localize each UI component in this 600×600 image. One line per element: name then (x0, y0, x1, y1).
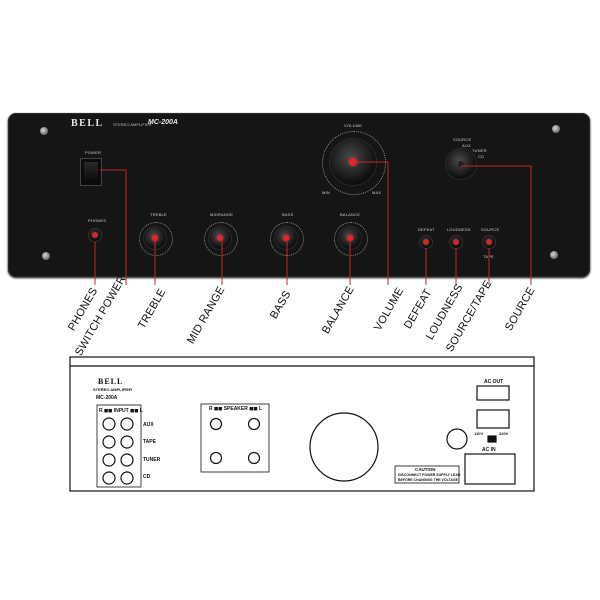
front-model: MC-200A (148, 119, 178, 126)
rocker (84, 162, 98, 182)
rear-subtitle: STEREO AMPLIFIER (93, 387, 132, 392)
input-aux-label: AUX (143, 422, 154, 428)
front-panel (8, 113, 590, 277)
source-button-label: SOURCE (481, 227, 500, 232)
caution-line2: BEFORE CHANGING THE VOLTAGE (398, 478, 458, 482)
treble-label: TREBLE (150, 212, 167, 217)
indicator-dot (152, 235, 158, 241)
ac-in-label: AC IN (482, 447, 496, 453)
source-option-source: SOURCE (453, 137, 472, 142)
ac-out-label: AC OUT (484, 379, 504, 385)
callout-mid-range: MID RANGE (185, 284, 228, 346)
indicator-dot (349, 158, 357, 166)
input-tape-label: TAPE (143, 439, 156, 445)
midrange-knob[interactable] (209, 227, 231, 249)
input-tuner-label: TUNER (143, 457, 161, 463)
indicator-dot (423, 239, 429, 245)
callout-treble: TREBLE (136, 286, 169, 331)
source-option-cd: CD (478, 154, 485, 159)
treble-knob[interactable] (144, 227, 166, 249)
volume-knob[interactable] (330, 139, 376, 185)
indicator-dot (486, 239, 492, 245)
front-brand-logo: BELL (71, 118, 104, 129)
caution-line1: DISCONNECT POWER SUPPLY LEAD (398, 473, 461, 477)
source-selector-knob[interactable] (446, 149, 476, 179)
screw-icon (40, 127, 48, 135)
indicator-dot (217, 235, 223, 241)
indicator-dot (347, 235, 353, 241)
bass-knob[interactable] (275, 227, 297, 249)
caution-title: CAUTION (415, 467, 436, 472)
defeat-label: DEFEAT (418, 227, 435, 232)
voltage-110-label: 110V (474, 431, 484, 436)
tape-label: TAPE (483, 254, 494, 259)
voltage-220-label: 220V (499, 431, 509, 436)
defeat-button[interactable] (420, 236, 432, 248)
callout-bass: BASS (268, 288, 294, 321)
power-switch[interactable] (80, 158, 102, 186)
midrange-label: MIDRANGE (210, 212, 234, 217)
input-cd-label: CD (143, 474, 151, 480)
treble-scale (139, 222, 173, 256)
source-option-tuner: TUNER (472, 148, 487, 153)
midrange-scale (204, 222, 238, 256)
screw-icon (42, 252, 50, 260)
source-tape-button[interactable] (483, 236, 495, 248)
volume-min-label: MIN (322, 190, 330, 195)
rear-model: MC-200A (96, 395, 118, 401)
loudness-label: LOUDNESS (447, 227, 471, 232)
callout-balance: BALANCE (320, 284, 357, 336)
phones-jack[interactable] (89, 229, 101, 241)
volume-label: VOLUME (344, 123, 363, 128)
screw-icon (552, 125, 560, 133)
balance-label: BALANCE (340, 212, 361, 217)
front-subtitle: STEREO AMPLIFIER (113, 122, 152, 127)
bass-label: BASS (282, 212, 294, 217)
indicator-dot (92, 232, 98, 238)
rear-brand-logo: BELL (98, 377, 124, 386)
volume-max-label: MAX (372, 190, 382, 195)
indicator-dot (283, 235, 289, 241)
indicator-dot (453, 239, 459, 245)
phones-label: PHONES (88, 218, 107, 223)
input-header: R ◼◼ INPUT ◼◼ L (99, 408, 143, 414)
power-label: POWER (85, 150, 102, 155)
callout-source: SOURCE (503, 285, 538, 333)
loudness-button[interactable] (450, 236, 462, 248)
speaker-header: R ◼◼ SPEAKER ◼◼ L (209, 406, 262, 412)
indicator-dot (458, 161, 464, 167)
screw-icon (550, 251, 558, 259)
callout-volume: VOLUME (372, 285, 407, 333)
source-option-aux: AUX (462, 143, 471, 148)
balance-knob[interactable] (339, 227, 361, 249)
